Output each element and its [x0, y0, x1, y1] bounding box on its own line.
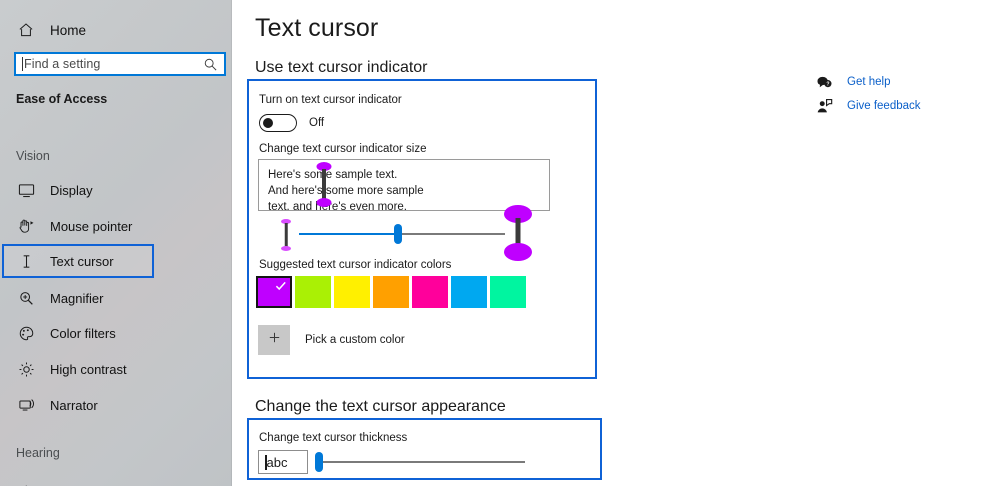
sidebar-item-audio-label: Audio — [50, 484, 83, 486]
section-heading-appearance: Change the text cursor appearance — [255, 398, 506, 415]
sample-text-preview: Here's some sample text. And here's some… — [258, 159, 550, 211]
get-help-label: Get help — [847, 76, 891, 88]
suggested-colors-label: Suggested text cursor indicator colors — [259, 259, 452, 271]
change-text-cursor-appearance-panel: Change text cursor thickness abc — [247, 418, 602, 480]
indicator-size-slider-row — [249, 205, 595, 261]
color-swatch-6[interactable] — [451, 276, 487, 308]
svg-text:?: ? — [826, 81, 829, 87]
sidebar-item-magnifier-label: Magnifier — [50, 290, 104, 306]
sidebar-home-label: Home — [50, 22, 87, 38]
indicator-size-label: Change text cursor indicator size — [259, 143, 427, 155]
search-box[interactable]: Find a setting — [14, 52, 226, 76]
toggle-knob — [263, 118, 273, 128]
sidebar-group-vision: Vision — [16, 149, 50, 163]
sidebar-item-audio[interactable]: Audio — [0, 474, 232, 486]
pick-custom-color-button[interactable] — [258, 325, 290, 355]
sidebar-item-display-label: Display — [50, 182, 93, 198]
sidebar-item-mouse-pointer-label: Mouse pointer — [50, 218, 133, 234]
sidebar-item-mouse-pointer[interactable]: Mouse pointer — [0, 209, 232, 243]
plus-icon — [267, 330, 282, 350]
sample-line-1: Here's some sample text. — [268, 169, 398, 181]
small-cursor-cap-bottom — [281, 246, 291, 251]
sidebar-item-magnifier[interactable]: Magnifier — [0, 281, 232, 315]
sidebar: Home Find a setting Ease of Access Visio… — [0, 0, 232, 486]
sidebar-item-text-cursor-label: Text cursor — [50, 253, 114, 269]
audio-icon — [16, 481, 36, 486]
slider-fill — [299, 233, 398, 235]
thickness-label: Change text cursor thickness — [259, 432, 408, 444]
color-swatch-2[interactable] — [295, 276, 331, 308]
sidebar-item-display[interactable]: Display — [0, 173, 232, 207]
pointer-hand-icon — [16, 216, 36, 236]
pick-custom-color-label: Pick a custom color — [305, 334, 405, 346]
thickness-caret — [265, 454, 267, 470]
sidebar-item-high-contrast[interactable]: High contrast — [0, 352, 232, 386]
sidebar-section-title: Ease of Access — [16, 92, 108, 106]
section-heading-use-indicator: Use text cursor indicator — [255, 59, 428, 76]
search-caret — [22, 57, 23, 71]
slider-thumb[interactable] — [393, 224, 402, 244]
narrator-icon — [16, 395, 36, 415]
indicator-size-slider[interactable] — [299, 223, 505, 245]
sun-contrast-icon — [16, 359, 36, 379]
large-cursor-stem — [515, 218, 521, 248]
search-icon[interactable] — [201, 55, 219, 73]
thickness-preview-box: abc — [258, 450, 308, 474]
color-swatch-1[interactable] — [256, 276, 292, 308]
text-cursor-indicator-toggle-row[interactable]: Off — [259, 114, 324, 132]
sidebar-item-high-contrast-label: High contrast — [50, 361, 127, 377]
magnifier-icon — [16, 288, 36, 308]
thickness-slider-track — [315, 461, 525, 463]
small-cursor-preview — [280, 219, 292, 251]
sidebar-item-color-filters-label: Color filters — [50, 325, 116, 341]
give-feedback-link[interactable]: Give feedback — [815, 97, 921, 115]
thickness-preview-text: abc — [266, 454, 288, 470]
sidebar-item-narrator-label: Narrator — [50, 397, 98, 413]
sidebar-item-narrator[interactable]: Narrator — [0, 388, 232, 422]
large-cursor-cap-bottom — [504, 243, 532, 261]
sidebar-item-color-filters[interactable]: Color filters — [0, 316, 232, 350]
toggle-state-label: Off — [309, 117, 325, 129]
color-swatch-4[interactable] — [373, 276, 409, 308]
small-cursor-stem — [284, 223, 288, 247]
check-icon — [274, 279, 288, 293]
use-text-cursor-indicator-panel: Turn on text cursor indicator Off Change… — [247, 79, 597, 379]
suggested-colors-row — [249, 276, 595, 312]
text-cursor-icon — [16, 251, 36, 271]
get-help-icon: ? — [815, 73, 833, 91]
color-swatch-7[interactable] — [490, 276, 526, 308]
get-help-link[interactable]: ? Get help — [815, 73, 890, 91]
sidebar-item-home[interactable]: Home — [0, 17, 232, 43]
monitor-icon — [16, 180, 36, 200]
sample-line-3: text. and here's even more. — [268, 201, 407, 211]
large-cursor-preview — [503, 205, 533, 261]
toggle-label: Turn on text cursor indicator — [259, 94, 402, 106]
give-feedback-label: Give feedback — [847, 100, 921, 112]
page-title: Text cursor — [255, 14, 379, 42]
color-swatch-5[interactable] — [412, 276, 448, 308]
main-content: Text cursor Use text cursor indicator Tu… — [232, 0, 1000, 486]
small-cursor-cap-top — [281, 219, 291, 224]
search-input[interactable]: Find a setting — [24, 57, 101, 71]
slider-track — [299, 233, 505, 235]
sample-line-2: And here's some more sample — [268, 185, 424, 197]
color-swatch-3[interactable] — [334, 276, 370, 308]
sidebar-group-hearing: Hearing — [16, 446, 60, 460]
thickness-slider[interactable] — [315, 451, 525, 473]
home-icon — [16, 20, 36, 40]
text-cursor-indicator-toggle[interactable] — [259, 114, 297, 132]
give-feedback-icon — [815, 97, 833, 115]
thickness-slider-thumb[interactable] — [315, 452, 324, 472]
palette-icon — [16, 323, 36, 343]
sidebar-item-text-cursor[interactable]: Text cursor — [2, 244, 154, 278]
